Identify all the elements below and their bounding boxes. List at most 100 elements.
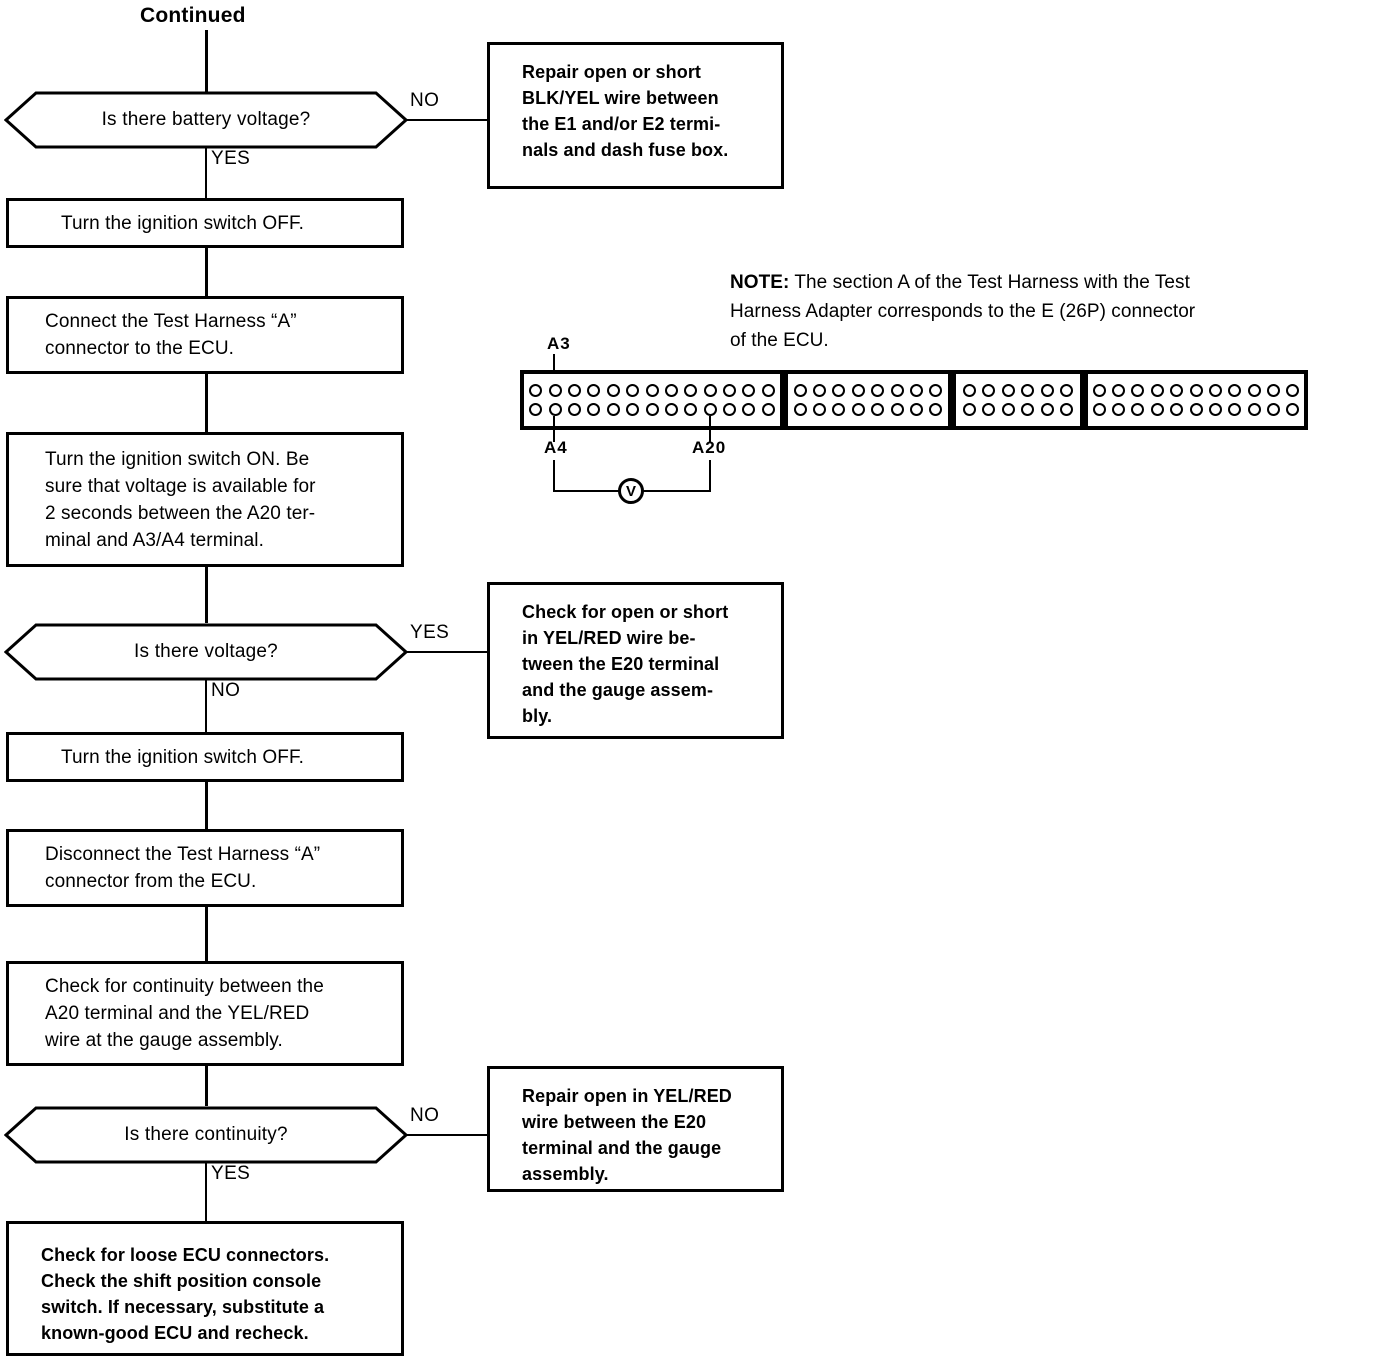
step-check-loose-ecu: Check for loose ECU connectors. Check th… bbox=[6, 1221, 404, 1356]
connector-block-c bbox=[952, 370, 1084, 430]
pin bbox=[1286, 384, 1300, 397]
pin bbox=[1112, 403, 1125, 416]
step-disconnect-harness: Disconnect the Test Harness “A” connecto… bbox=[6, 829, 404, 907]
step-connect-harness-text: Connect the Test Harness “A” connector t… bbox=[45, 311, 297, 359]
voltmeter-icon: V bbox=[618, 478, 644, 504]
note-block: NOTE: The section A of the Test Harness … bbox=[730, 239, 1370, 355]
pin-label-a20: A20 bbox=[692, 438, 727, 457]
connector-block-d-row-top bbox=[1089, 381, 1302, 400]
flow-line-decision1-no bbox=[404, 119, 490, 121]
leader-line-a3 bbox=[553, 354, 555, 384]
step-disconnect-harness-text: Disconnect the Test Harness “A” connecto… bbox=[45, 844, 321, 892]
pin bbox=[813, 403, 827, 416]
pin bbox=[1228, 403, 1242, 416]
note-text: The section A of the Test Harness with t… bbox=[730, 272, 1196, 351]
action-repair-blk-yel: Repair open or short BLK/YEL wire betwee… bbox=[487, 42, 784, 189]
pin bbox=[626, 403, 640, 416]
flow-line-step1-to-step2 bbox=[205, 248, 208, 296]
step-ignition-off-1: Turn the ignition switch OFF. bbox=[6, 198, 404, 248]
pin bbox=[1001, 384, 1015, 397]
pin bbox=[1150, 384, 1164, 397]
branch-label-decision3-no: NO bbox=[410, 1105, 440, 1126]
pin bbox=[793, 384, 807, 397]
connector-block-a-row-bottom bbox=[526, 400, 778, 419]
flow-line-decision1-yes bbox=[205, 148, 207, 198]
action-repair-blk-yel-text: Repair open or short BLK/YEL wire betwee… bbox=[522, 62, 729, 160]
flow-line-decision2-no bbox=[205, 680, 207, 732]
leader-line-a20 bbox=[709, 416, 711, 442]
pin bbox=[1021, 384, 1035, 397]
pin bbox=[664, 403, 678, 416]
pin bbox=[851, 384, 865, 397]
pin bbox=[1059, 384, 1073, 397]
connector-block-a-row-top bbox=[526, 381, 778, 400]
pin bbox=[813, 384, 827, 397]
pin bbox=[1208, 403, 1222, 416]
pin bbox=[723, 403, 736, 416]
pin bbox=[1170, 384, 1184, 397]
pin bbox=[529, 384, 543, 397]
action-repair-yel-red: Repair open in YEL/RED wire between the … bbox=[487, 1066, 784, 1192]
pin bbox=[742, 384, 756, 397]
pin-label-a3: A3 bbox=[547, 334, 571, 353]
step-ignition-on-text: Turn the ignition switch ON. Be sure tha… bbox=[45, 448, 316, 551]
pin bbox=[626, 384, 640, 397]
pin bbox=[1131, 403, 1145, 416]
pin bbox=[1059, 403, 1073, 416]
pin bbox=[703, 384, 717, 397]
pin bbox=[645, 403, 659, 416]
pin bbox=[1267, 403, 1280, 416]
pin bbox=[1247, 384, 1261, 397]
meter-lead-left bbox=[553, 460, 555, 492]
pin bbox=[684, 403, 698, 416]
connector-block-b-row-bottom bbox=[791, 400, 946, 419]
connector-block-b-row-top bbox=[791, 381, 946, 400]
pin bbox=[568, 403, 581, 416]
step-connect-harness: Connect the Test Harness “A” connector t… bbox=[6, 296, 404, 374]
pin bbox=[723, 384, 736, 397]
step-ignition-off-1-text: Turn the ignition switch OFF. bbox=[61, 212, 304, 234]
pin bbox=[1189, 384, 1203, 397]
pin bbox=[1170, 403, 1184, 416]
connector-diagram: A3 bbox=[516, 330, 1316, 510]
pin bbox=[1247, 403, 1261, 416]
flow-line-step2-to-step3 bbox=[205, 374, 208, 432]
pin bbox=[1021, 403, 1035, 416]
connector-block-a bbox=[520, 370, 784, 430]
pin bbox=[761, 403, 775, 416]
flow-line-step4-to-step5 bbox=[205, 782, 208, 830]
step-ignition-on: Turn the ignition switch ON. Be sure tha… bbox=[6, 432, 404, 567]
pin bbox=[832, 384, 846, 397]
flow-line-step6-to-decision3 bbox=[205, 1066, 208, 1106]
pin bbox=[982, 384, 996, 397]
connector-block-c-row-top bbox=[960, 381, 1076, 400]
connector-block-d-row-bottom bbox=[1089, 400, 1302, 419]
voltmeter-symbol: V bbox=[625, 482, 636, 500]
flow-line-step3-to-decision2 bbox=[205, 567, 208, 623]
pin bbox=[890, 403, 904, 416]
step-check-continuity-text: Check for continuity between the A20 ter… bbox=[45, 976, 324, 1051]
connector-block-b bbox=[784, 370, 952, 430]
pin bbox=[963, 403, 977, 416]
pin bbox=[684, 384, 698, 397]
branch-label-decision2-yes: YES bbox=[410, 622, 450, 643]
pin bbox=[664, 384, 678, 397]
meter-lead-right bbox=[709, 460, 711, 492]
pin bbox=[761, 384, 775, 397]
pin bbox=[568, 384, 581, 397]
branch-label-decision2-no: NO bbox=[211, 680, 241, 701]
connector-block-d bbox=[1084, 370, 1308, 430]
decision-battery-voltage: Is there battery voltage? bbox=[4, 90, 408, 150]
pin bbox=[929, 384, 943, 397]
decision-voltage-label: Is there voltage? bbox=[134, 641, 278, 662]
step-ignition-off-2-text: Turn the ignition switch OFF. bbox=[61, 746, 304, 768]
pin bbox=[1286, 403, 1300, 416]
pin bbox=[890, 384, 904, 397]
pin bbox=[587, 403, 601, 416]
pin bbox=[1092, 384, 1106, 397]
pin bbox=[1092, 403, 1106, 416]
pin bbox=[929, 403, 943, 416]
note-prefix: NOTE: bbox=[730, 272, 790, 293]
pin bbox=[587, 384, 601, 397]
